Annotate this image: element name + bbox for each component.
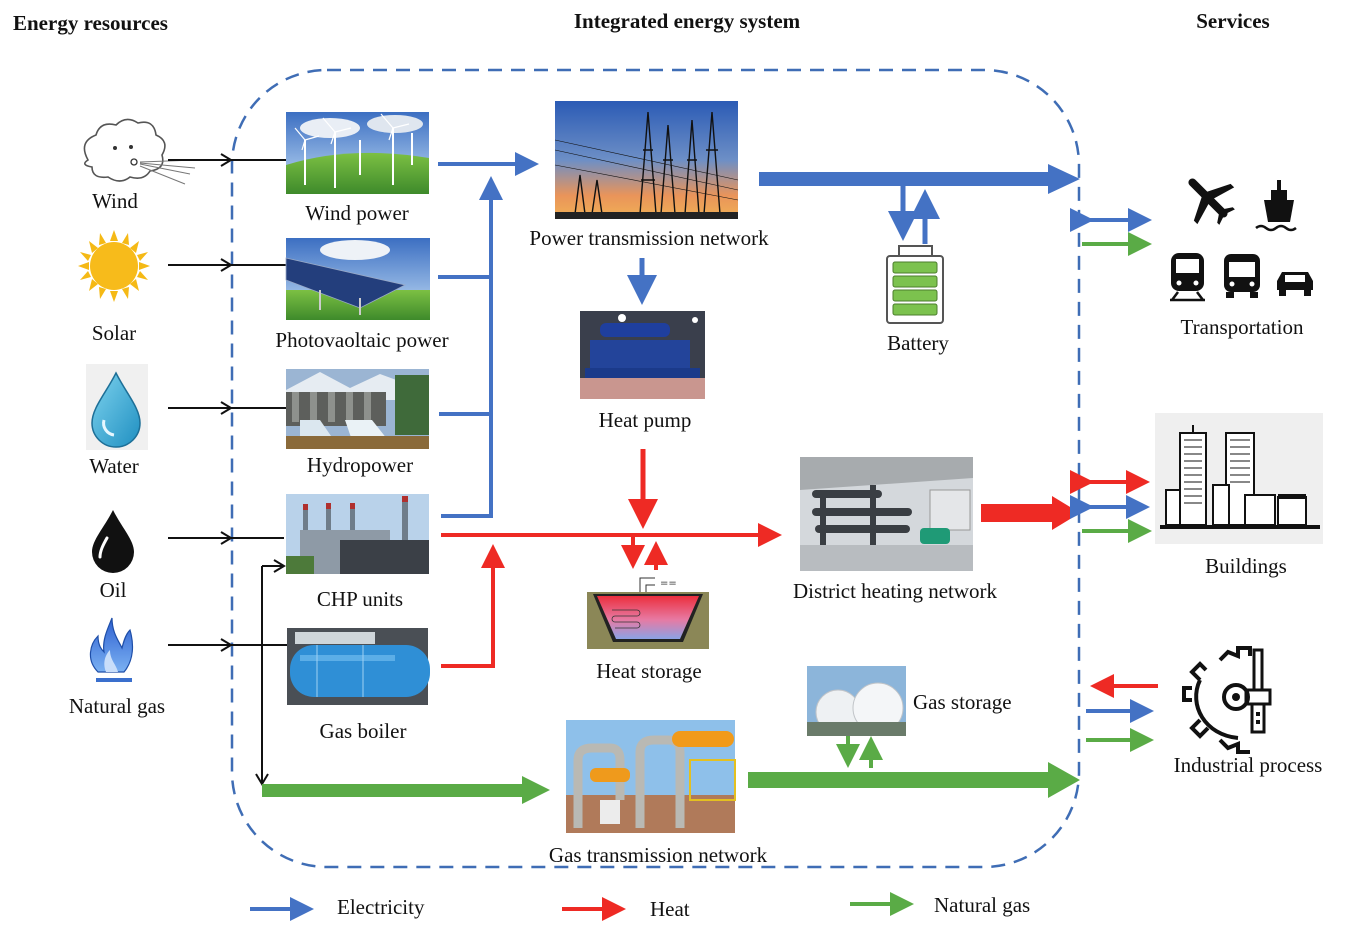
converter-label-photovoltaic-power: Photovaoltaic power xyxy=(275,328,448,352)
gas-to-services-arrow xyxy=(748,762,1080,798)
ship-icon xyxy=(1255,180,1297,232)
water-drop-icon xyxy=(86,364,148,450)
buildings-flows xyxy=(1070,470,1152,543)
oil-drop-icon xyxy=(92,510,134,573)
legend-label-electricity: Electricity xyxy=(337,895,425,919)
resource-label-water: Water xyxy=(89,454,139,478)
resource-label-wind: Wind xyxy=(92,189,138,213)
bus-icon xyxy=(1224,254,1260,298)
network-label-heat-pump: Heat pump xyxy=(599,408,692,432)
gas-storage-arrows xyxy=(836,736,883,768)
electricity-to-services-arrow xyxy=(759,164,1080,194)
network-label-battery: Battery xyxy=(887,331,949,355)
power-transmission-image xyxy=(554,101,739,219)
car-icon xyxy=(1277,272,1313,296)
industrial-process-icon xyxy=(1182,646,1272,754)
gas-transmission-image xyxy=(566,720,736,833)
wind-power-image xyxy=(286,112,429,194)
wind-cloud-icon xyxy=(83,118,196,185)
heat-lines xyxy=(441,449,782,668)
network-label-gas-transmission: Gas transmission network xyxy=(549,843,768,867)
heading-services: Services xyxy=(1196,9,1269,33)
legend-item-natural-gas: Natural gas xyxy=(850,892,1030,917)
battery-icon xyxy=(886,245,944,324)
airplane-icon xyxy=(1188,178,1235,225)
electricity-collection-lines xyxy=(438,152,539,518)
industrial-flows xyxy=(1086,674,1158,752)
system-boundary xyxy=(230,68,1081,869)
heading-energy-resources: Energy resources xyxy=(13,11,168,35)
chp-units-image xyxy=(286,494,429,574)
heading-integrated-energy-system: Integrated energy system xyxy=(574,9,801,33)
svg-text:==: == xyxy=(660,578,677,589)
heat-to-services-arrow xyxy=(981,496,1080,530)
resource-label-solar: Solar xyxy=(92,321,136,345)
heat-storage-icon: == xyxy=(587,577,709,649)
battery-charge-discharge-arrows xyxy=(888,186,940,244)
legend-item-electricity: Electricity xyxy=(250,895,425,921)
converter-label-chp-units: CHP units xyxy=(317,587,403,611)
converter-label-gas-boiler: Gas boiler xyxy=(320,719,407,743)
heat-pump-image xyxy=(580,311,705,399)
converter-label-wind-power: Wind power xyxy=(305,201,409,225)
resource-label-oil: Oil xyxy=(100,578,127,602)
converter-label-hydropower: Hydropower xyxy=(307,453,413,477)
hydropower-image xyxy=(286,369,429,449)
service-label-transportation: Transportation xyxy=(1181,315,1304,339)
gas-to-network-arrow xyxy=(262,776,550,804)
network-label-district-heating: District heating network xyxy=(793,579,998,603)
legend-label-heat: Heat xyxy=(650,897,690,921)
buildings-icon xyxy=(1155,413,1323,544)
resource-label-natural-gas: Natural gas xyxy=(69,694,165,718)
network-label-gas-storage: Gas storage xyxy=(913,690,1012,714)
gas-boiler-image xyxy=(287,628,430,705)
resource-input-arrows xyxy=(168,153,287,786)
photovoltaic-image xyxy=(285,238,430,320)
gas-storage-image xyxy=(807,666,906,736)
train-icon xyxy=(1170,253,1205,302)
legend: Electricity Heat Natural gas xyxy=(250,892,1030,921)
transportation-icons xyxy=(1170,178,1313,302)
service-label-buildings: Buildings xyxy=(1205,554,1287,578)
network-label-power-transmission: Power transmission network xyxy=(529,226,769,250)
legend-item-heat: Heat xyxy=(562,897,690,921)
district-heating-image xyxy=(800,457,973,571)
legend-label-natural-gas: Natural gas xyxy=(934,893,1030,917)
transportation-flows xyxy=(1070,208,1152,256)
service-label-industrial-process: Industrial process xyxy=(1174,753,1323,777)
sun-icon xyxy=(78,230,150,302)
gas-flame-icon xyxy=(89,617,134,682)
network-label-heat-storage: Heat storage xyxy=(596,659,702,683)
